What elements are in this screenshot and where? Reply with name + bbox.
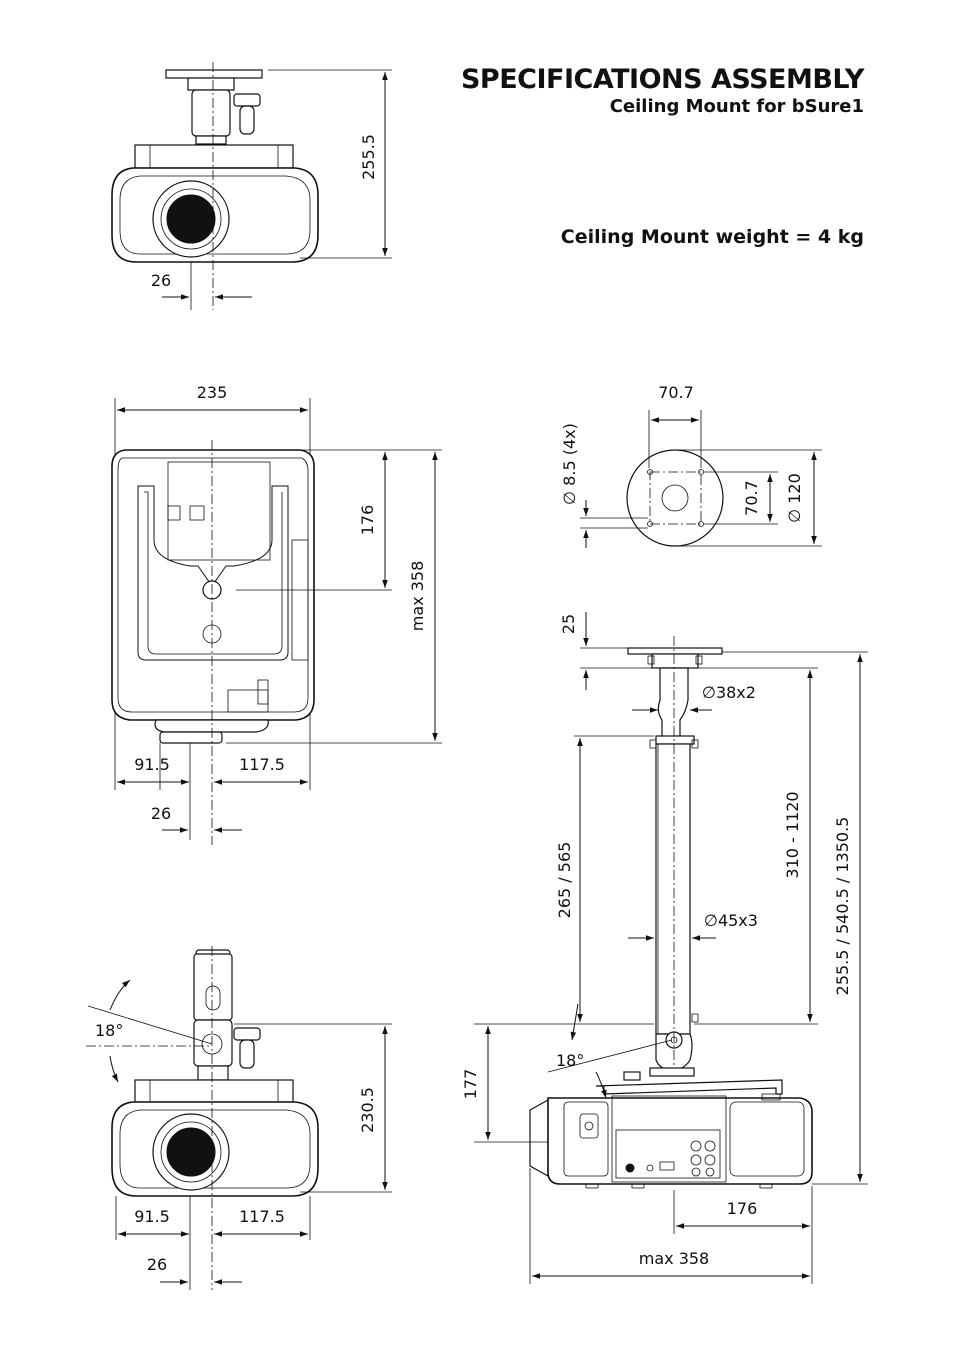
dim-plate-thk: 25	[559, 614, 578, 634]
dim-side-177: 177	[461, 1069, 480, 1100]
page-subtitle: Ceiling Mount for bSure1	[609, 96, 864, 117]
dim-top-height: 255.5	[359, 134, 378, 180]
page-title: SPECIFICATIONS ASSEMBLY	[460, 64, 865, 95]
dim-hole-dia: ∅ 8.5 (4x)	[560, 423, 579, 505]
dim-max-depth: max 358	[408, 561, 427, 631]
weight-note: Ceiling Mount weight = 4 kg	[560, 226, 864, 248]
dim-total-heights: 255.5 / 540.5 / 1350.5	[833, 817, 852, 996]
dim-front-right-117: 117.5	[239, 1207, 285, 1226]
dim-tilt-side: 18°	[556, 1051, 584, 1070]
dim-front-offset-26: 26	[147, 1255, 167, 1274]
dim-front-left-91: 91.5	[134, 1207, 170, 1226]
dim-tilt-front: 18°	[95, 1021, 123, 1040]
side-view: 25 ∅38x2 ∅45x3 265 / 565 310 - 1120 255.…	[461, 612, 868, 1284]
ceiling-plate-view: 70.7 70.7 ∅ 120 ∅ 8.5 (4x)	[560, 383, 822, 548]
dim-plate-dia: ∅ 120	[785, 473, 804, 523]
front-view-top: 255.5 26	[111, 62, 392, 310]
dim-plate-pitch-h: 70.7	[658, 383, 694, 402]
dim-tube-large: ∅45x3	[704, 911, 758, 930]
dim-plate-pitch-v: 70.7	[742, 480, 761, 516]
front-view-bottom: 18° 230.5 91.5 117.5 26	[86, 946, 392, 1290]
dim-tube-length: 265 / 565	[555, 842, 574, 919]
dim-offset-26: 26	[151, 804, 171, 823]
dim-depth-176: 176	[358, 505, 377, 536]
dim-width: 235	[197, 383, 228, 402]
dim-top-offset: 26	[151, 271, 171, 290]
dim-left-91: 91.5	[134, 755, 170, 774]
plan-view: 235 176 max 358 91.5	[111, 383, 442, 845]
dim-right-117: 117.5	[239, 755, 285, 774]
dim-range-tele: 310 - 1120	[783, 791, 802, 878]
dim-bottom-176: 176	[727, 1199, 758, 1218]
dim-tube-small: ∅38x2	[702, 683, 756, 702]
dim-bottom-max: max 358	[639, 1249, 709, 1268]
dim-front-height: 230.5	[358, 1087, 377, 1133]
